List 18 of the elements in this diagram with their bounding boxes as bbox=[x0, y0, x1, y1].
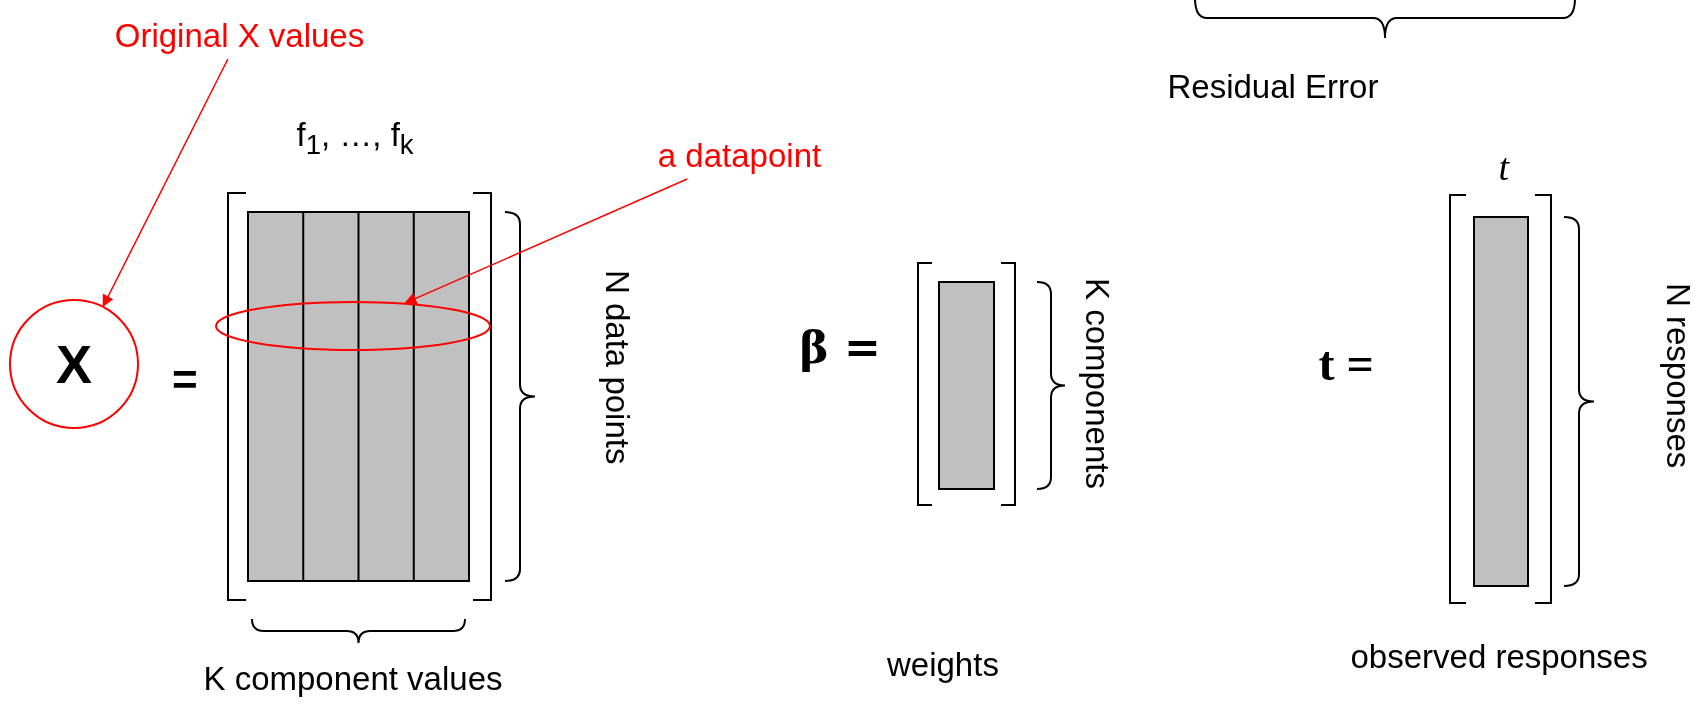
dimension-label: K component values bbox=[203, 662, 503, 695]
vector-symbol: t bbox=[1498, 148, 1510, 186]
callout-text: Original X values bbox=[44, 16, 435, 56]
equation-label: β = bbox=[799, 326, 881, 370]
highlight-circle: X bbox=[9, 299, 139, 429]
equation-label: t = bbox=[1318, 340, 1374, 388]
callout-text: a datapoint bbox=[621, 136, 858, 176]
equals-sign: = bbox=[172, 358, 198, 402]
dimension-label: K components bbox=[1080, 277, 1114, 489]
highlight-ellipse bbox=[215, 301, 491, 351]
leader-arrow bbox=[404, 178, 688, 305]
caption-label: observed responses bbox=[1350, 640, 1648, 673]
caption-label: weights bbox=[887, 648, 999, 681]
dimension-label: N data points bbox=[600, 270, 634, 465]
leader-arrow bbox=[102, 58, 229, 308]
residual-error-label: Residual Error bbox=[1167, 70, 1379, 103]
dimension-label: N responses bbox=[1661, 282, 1695, 468]
feature-index-label: f$_{1}$, …, f$_{k}$ bbox=[296, 118, 414, 159]
